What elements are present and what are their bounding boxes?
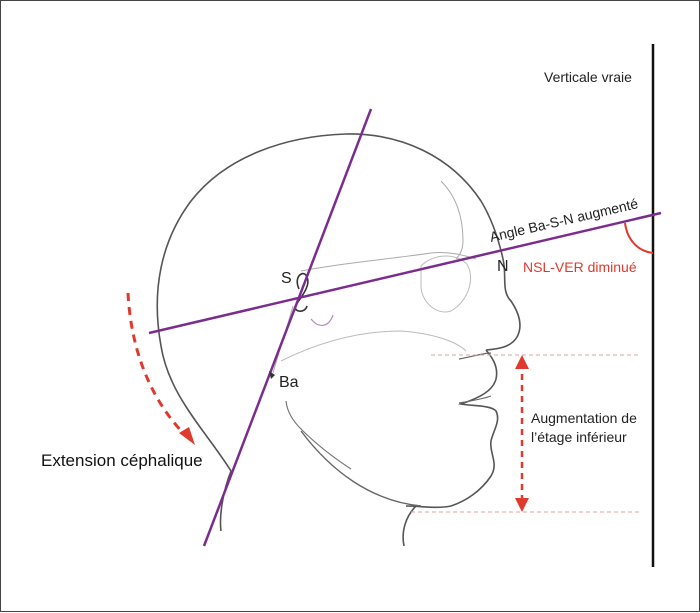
orbit-trace	[420, 255, 471, 313]
nsl-ver-angle-arc	[624, 222, 654, 254]
n-point-label: N	[497, 258, 509, 275]
extension-arrow	[126, 292, 189, 439]
jaw-line	[300, 430, 422, 507]
angle-arc	[310, 314, 334, 326]
head-outline	[156, 133, 521, 472]
nsl-ver-label: NSL-VER diminué	[523, 259, 637, 275]
sella-trace	[294, 272, 309, 312]
arrow-head-bottom	[515, 498, 529, 512]
vertical-label: Verticale vraie	[544, 69, 632, 85]
augmentation-label-line1: Augmentation de	[531, 410, 637, 426]
extension-label: Extension céphalique	[41, 451, 203, 470]
ear	[285, 400, 352, 470]
augmentation-label-line2: l’étage inférieur	[531, 429, 627, 445]
angle-basn-label: Angle Ba-S-N augmenté	[488, 195, 640, 245]
cranial-base-trace	[300, 252, 477, 272]
face-profile	[405, 349, 499, 509]
sn-line	[148, 211, 662, 335]
ba-point-mark	[269, 371, 275, 379]
ba-point-label: Ba	[279, 374, 299, 391]
maxilla-trace	[280, 330, 467, 362]
neck-front	[402, 505, 417, 547]
s-point-label: S	[281, 270, 292, 287]
frontal-sinus-trace	[440, 180, 464, 260]
arrow-head-top	[515, 355, 529, 369]
ba-s-line	[202, 108, 373, 547]
neck-back	[219, 470, 232, 532]
extension-arrow-head	[179, 427, 195, 445]
lips	[458, 352, 492, 404]
